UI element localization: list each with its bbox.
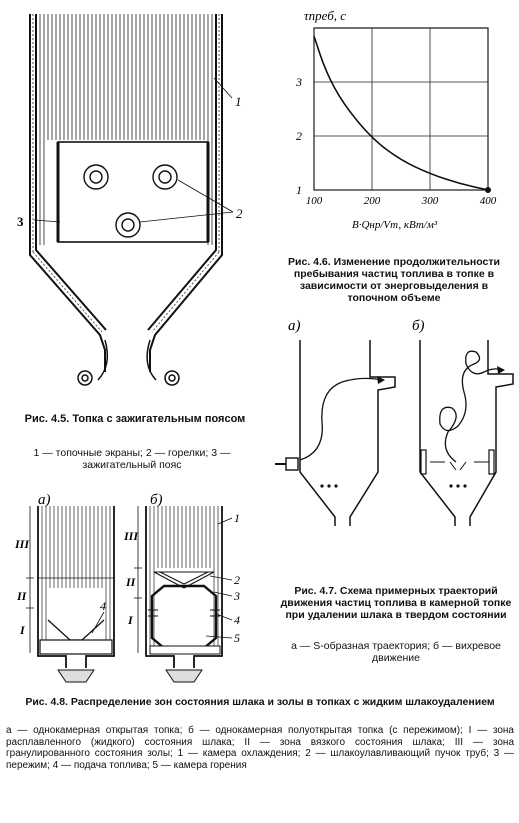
label-feed-a: 4: [100, 599, 106, 613]
chart-x-axis-label: B·Qнр/Vт, кВт/м³: [352, 219, 438, 231]
wall-lining: [32, 14, 220, 333]
fig47-caption-title: Рис. 4.7. Схема примерных траекторий дви…: [280, 585, 512, 622]
arrow-icon: [377, 376, 385, 384]
zone-label-i-a: I: [19, 623, 26, 637]
y-tick-label: 2: [296, 129, 302, 143]
fig46-caption: Рис. 4.6. Изменение продолжительности пр…: [288, 256, 500, 305]
zone-label-iii-a: III: [14, 537, 30, 551]
series-line: [313, 35, 489, 191]
slag-bath-b: [149, 645, 221, 655]
x-tick-label: 400: [480, 195, 497, 207]
label-constriction: 3: [233, 589, 240, 603]
label-fuel-feed: 4: [234, 613, 240, 627]
fig47-caption-legend: а — S-образная траектория; б — вихревое …: [291, 640, 501, 665]
chart-ticks: 100 200 300 400 1 2 3: [295, 75, 497, 207]
panel-a-label: а): [38, 492, 51, 508]
leader-line: [91, 611, 105, 634]
leader-lines-b: [205, 517, 233, 639]
ash-outlet-icon: [77, 339, 180, 386]
fig48-caption-title: Рис. 4.8. Распределение зон состояния шл…: [25, 696, 495, 708]
swirl-arrows-b: [430, 461, 489, 471]
furnace-ignition-belt-diagram: 1 2 3: [17, 14, 243, 386]
zone-markers-b: [134, 506, 142, 653]
fig45-caption-title: Рис. 4.5. Топка с зажигательным поясом: [24, 413, 246, 425]
label-burners: 2: [236, 206, 243, 221]
burner-arrows-b: [148, 609, 220, 617]
label-slag-bundle: 2: [234, 573, 240, 587]
tube-hatching-a: [41, 506, 111, 648]
zone-markers-a: [26, 506, 34, 653]
arrow-icon: [497, 366, 505, 374]
furnace-outline-a: [299, 340, 396, 526]
flame-zone-a: [47, 619, 105, 641]
ellipsis-dots-a: [320, 484, 338, 488]
label-cooling-chamber: 1: [234, 511, 240, 525]
furnace-walls: [29, 14, 223, 372]
slag-trough-b: [165, 669, 203, 683]
ignition-belt-lining: [56, 142, 210, 242]
data-point: [485, 187, 491, 193]
ellipsis-dots-b: [449, 484, 467, 488]
residence-time-chart: τпреб, с B·Qнр/Vт, кВт/м³ 100 200 300 400 1 2…: [295, 8, 497, 231]
slag-bath-a: [39, 639, 113, 655]
particle-trajectory-diagram: а) б): [275, 318, 514, 526]
furnace-walls-b: [145, 506, 223, 668]
y-tick-label: 3: [295, 75, 302, 89]
panel-a-label: а): [288, 318, 301, 334]
leader-lines: [33, 77, 234, 223]
trajectory-vortex: [439, 350, 503, 463]
slag-zones-diagram: а) б) III II I 4: [14, 492, 240, 683]
x-tick-label: 100: [306, 195, 323, 207]
constriction-wall: [150, 584, 218, 650]
slag-trough-a: [57, 669, 95, 683]
y-tick-label: 1: [296, 183, 302, 197]
fig45-caption-legend: 1 — топочные экраны; 2 — горелки; 3 — за…: [33, 447, 231, 472]
x-tick-label: 300: [421, 195, 439, 207]
ignition-belt-box: [57, 141, 209, 243]
label-belt: 3: [17, 214, 24, 229]
zone-label-i-b: I: [127, 613, 134, 627]
tube-screen-hatching: [39, 14, 213, 245]
chart-y-axis-label: τпреб, с: [304, 8, 346, 23]
furnace-walls-a: [37, 506, 115, 668]
burner-a: [285, 457, 299, 471]
zone-label-ii-b: II: [125, 575, 137, 589]
chart-series: [313, 35, 491, 193]
furnace-outline-b: [419, 340, 514, 526]
panel-b-label: б): [412, 318, 425, 334]
fig48-caption-legend: а — однокамерная открытая топка; б — одн…: [6, 725, 514, 771]
trajectory-s-shaped: [299, 377, 383, 461]
label-combustion-chamber: 5: [234, 631, 240, 645]
label-screens: 1: [235, 94, 242, 109]
chart-grid: [313, 27, 489, 191]
zone-label-iii-b: III: [123, 529, 139, 543]
burner-icon: [83, 164, 178, 238]
x-tick-label: 200: [364, 195, 381, 207]
tube-hatching-b: [149, 506, 219, 648]
chart-frame: [313, 27, 489, 191]
panel-b-label: б): [150, 492, 163, 508]
zone-label-ii-a: II: [16, 589, 28, 603]
